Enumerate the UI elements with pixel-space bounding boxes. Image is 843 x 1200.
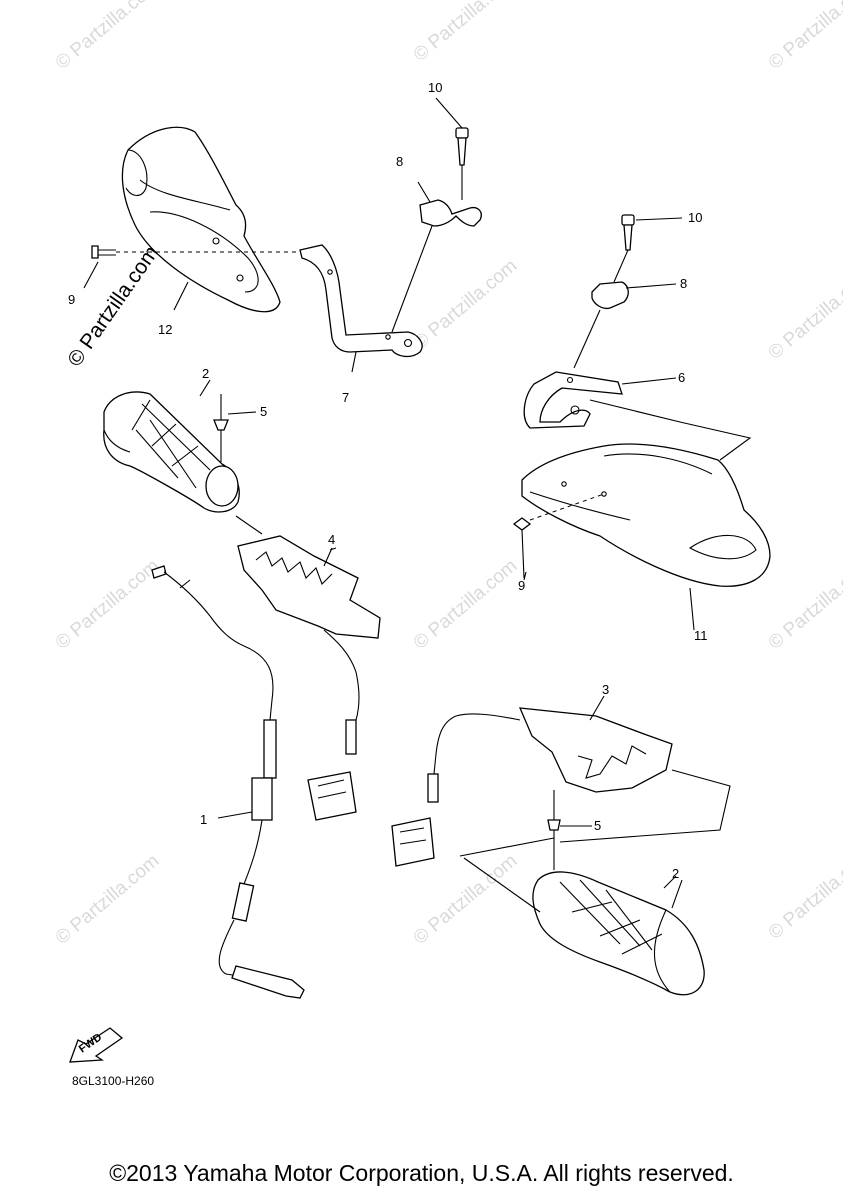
callout-2: 2	[672, 866, 679, 881]
leader-lines	[83, 97, 695, 909]
callout-9: 9	[68, 292, 75, 307]
watermark: © Partzilla.com	[410, 555, 522, 653]
callout-10: 10	[428, 80, 442, 95]
callout-8: 8	[396, 154, 403, 169]
screw-left-part	[91, 245, 300, 259]
watermark: © Partzilla.com	[765, 555, 843, 653]
heater-right-part	[391, 707, 731, 867]
callout-3: 3	[602, 682, 609, 697]
callout-8: 8	[680, 276, 687, 291]
clamp-right-part	[573, 249, 677, 369]
watermark: © Partzilla.com	[52, 850, 164, 948]
watermark: © Partzilla.com	[52, 0, 164, 74]
bolt-left-part	[455, 127, 469, 166]
bracket-right-part	[523, 371, 752, 461]
watermark: © Partzilla.com	[765, 265, 843, 363]
rivet-lower-part	[459, 790, 592, 870]
screw-right-part	[512, 517, 532, 579]
callout-7: 7	[342, 390, 349, 405]
callout-10: 10	[688, 210, 702, 225]
callout-1: 1	[200, 812, 207, 827]
fwd-arrow-icon: FWD	[69, 1027, 124, 1063]
brand-watermark: © Partzilla.com	[63, 242, 163, 371]
watermark: © Partzilla.com	[765, 845, 843, 943]
heater-left-part	[237, 535, 381, 821]
hand-guard-right-part	[521, 443, 771, 587]
callout-2: 2	[202, 366, 209, 381]
bracket-left-part	[299, 244, 423, 358]
callout-4: 4	[328, 532, 335, 547]
grip-left-part	[103, 391, 263, 535]
watermark: © Partzilla.com	[52, 555, 164, 653]
callout-9: 9	[518, 578, 525, 593]
throttle-cable-part	[151, 565, 305, 999]
clamp-left-part	[391, 165, 482, 333]
watermark: © Partzilla.com	[410, 255, 522, 353]
rivet-upper-part	[213, 394, 257, 462]
callout-5: 5	[594, 818, 601, 833]
bolt-right-part	[621, 214, 683, 251]
watermark: © Partzilla.com	[410, 0, 522, 66]
catalog-code: 8GL3100-H260	[72, 1074, 155, 1088]
callout-12: 12	[158, 322, 172, 337]
watermark: © Partzilla.com	[410, 850, 522, 948]
watermark: © Partzilla.com	[765, 0, 843, 74]
hand-guard-left-part	[121, 126, 281, 313]
copyright-notice: ©2013 Yamaha Motor Corporation, U.S.A. A…	[109, 1160, 734, 1186]
callout-6: 6	[678, 370, 685, 385]
callouts: 12 9 10 8 7 10 8 6 2 5 4 9 11 3 1 5 2	[68, 80, 708, 881]
grip-right-part	[463, 857, 705, 996]
callout-11: 11	[694, 628, 708, 643]
callout-5: 5	[260, 404, 267, 419]
